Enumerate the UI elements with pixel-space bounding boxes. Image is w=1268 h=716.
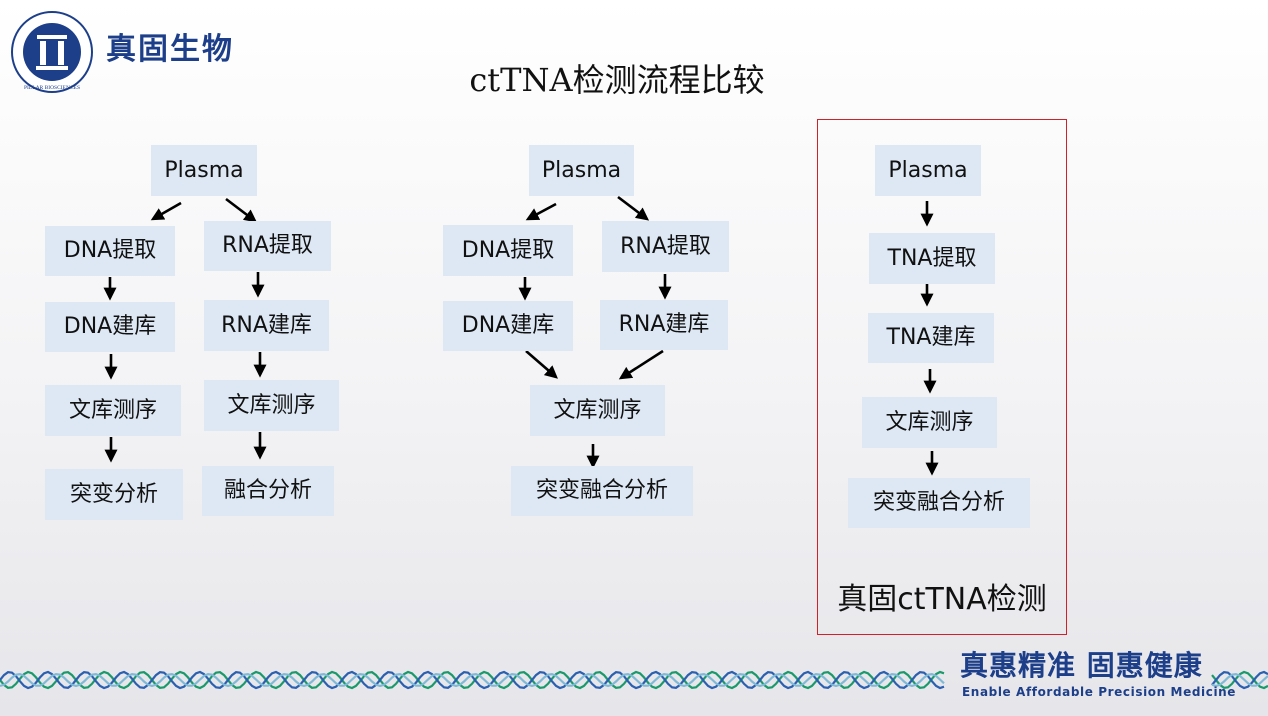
arrow-dna-to-seq	[525, 350, 558, 379]
flow3-tna-library: TNA建库	[868, 313, 994, 363]
flow2-rna-extraction: RNA提取	[602, 221, 729, 272]
flow1-rna-library: RNA建库	[204, 300, 329, 351]
pillar-logo: PILLAR BIOSCIENCES	[11, 11, 93, 93]
flow1-dna-library: DNA建库	[45, 302, 175, 352]
flow2-plasma: Plasma	[529, 145, 634, 196]
arrow-plasma-to-dna	[150, 201, 182, 221]
flow2-sequencing: 文库测序	[530, 385, 665, 436]
flow2-dna-library: DNA建库	[443, 301, 573, 351]
page-title: ctTNA检测流程比较	[469, 61, 765, 99]
flow3-plasma: Plasma	[875, 145, 981, 196]
brand-name: 真固生物	[106, 32, 234, 67]
flow1-dna-sequencing: 文库测序	[45, 385, 181, 436]
helix-strand-lightblue	[0, 672, 1268, 688]
arrow-rna-to-seq	[618, 349, 664, 380]
dna-helix-decoration	[0, 670, 1268, 690]
flow1-rna-sequencing: 文库测序	[204, 380, 339, 431]
arrow-plasma-to-rna	[225, 197, 258, 223]
flow3-sequencing: 文库测序	[862, 397, 997, 448]
flow2-mutation-fusion-analysis: 突变融合分析	[511, 466, 693, 516]
flow3-mutation-fusion-analysis: 突变融合分析	[848, 478, 1030, 528]
slogan-chinese: 真惠精准 固惠健康	[960, 649, 1203, 682]
flow1-rna-extraction: RNA提取	[204, 221, 331, 271]
arrow-plasma-to-dna	[525, 202, 557, 221]
flow1-plasma: Plasma	[151, 145, 257, 196]
logo-ring-text: PILLAR BIOSCIENCES	[24, 85, 80, 91]
tna-caption: 真固ctTNA检测	[837, 582, 1047, 617]
flow2-rna-library: RNA建库	[600, 300, 728, 350]
tna-highlight-frame	[817, 119, 1067, 635]
flow1-dna-extraction: DNA提取	[45, 226, 175, 276]
flow1-mutation-analysis: 突变分析	[45, 469, 183, 520]
arrow-plasma-to-rna	[617, 195, 650, 221]
flow2-dna-extraction: DNA提取	[443, 225, 573, 276]
slogan-english: Enable Affordable Precision Medicine	[962, 685, 1237, 699]
flow1-fusion-analysis: 融合分析	[202, 466, 334, 516]
helix-strand-blue	[0, 670, 1268, 690]
flow3-tna-extraction: TNA提取	[869, 233, 995, 284]
